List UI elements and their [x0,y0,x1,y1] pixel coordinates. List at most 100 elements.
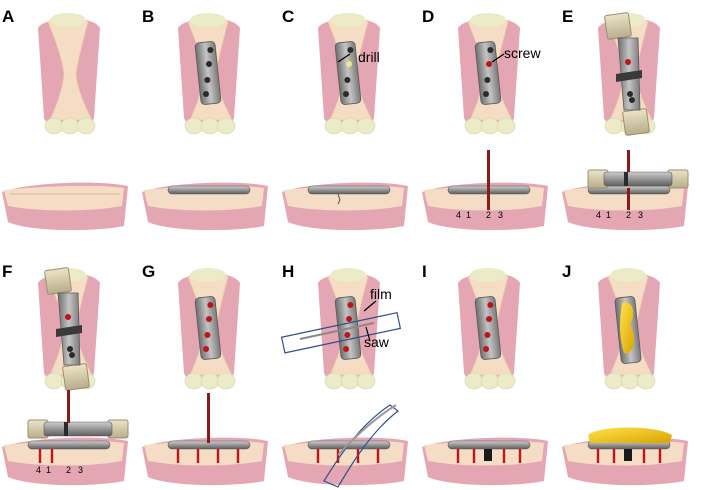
screw [236,449,240,463]
screw-head [483,346,489,352]
frame-clamp [624,172,628,186]
screw-number: 2 [626,210,631,220]
carpal-bone [480,372,500,390]
bone-shaft [47,15,93,121]
carpal-bone [356,372,376,390]
plate-hole [629,97,635,103]
panel-label: E [562,7,573,26]
carpal-bone [340,372,360,390]
frame-hinge [56,325,82,337]
proximal-joint [610,268,646,282]
plate-hole [346,61,352,67]
plate-hole [343,91,349,97]
saw-arrow [365,326,371,342]
guide-rod [627,150,630,172]
panel-label: I [422,262,427,281]
screw-number: 4 [596,210,601,220]
screw-head [346,316,352,322]
screw-number: 2 [66,465,71,475]
carpal-bone [216,117,236,135]
screw-number: 1 [606,210,611,220]
bone-gap [484,449,492,461]
carpal-bone [324,372,344,390]
screw [596,449,600,463]
plate-hole [344,77,351,83]
carpal-bone [496,117,516,135]
drill-track [337,193,341,205]
bone-plate [474,41,502,105]
carpal-bone [496,372,516,390]
frame-block-bottom [622,108,650,136]
bone-side [4,185,124,211]
screw-arrow [491,53,505,63]
frame-bar [603,171,673,187]
screw [196,449,200,463]
proximal-joint [470,13,506,27]
panel-label: J [562,262,571,281]
screw-head [484,332,491,338]
plate-hole [483,91,489,97]
drill-arrow [337,53,351,63]
screw [472,449,476,463]
screw [642,449,646,463]
film-outline [323,404,399,488]
carpal-bone [464,117,484,135]
carpal-bone [200,372,220,390]
carpal-bone [620,372,640,390]
proximal-joint [330,13,366,27]
carpal-bone [324,117,344,135]
bone-plate-side [27,440,111,450]
carpal-bone [636,372,656,390]
screw-number: 1 [466,210,471,220]
screw [50,449,54,463]
carpal-bone [60,117,80,135]
proximal-joint [470,268,506,282]
panel-i: I [422,262,548,486]
guide-rod [487,150,490,210]
screw-number: 1 [46,465,51,475]
plate-hole [487,47,494,53]
film-label: film [370,286,392,302]
bone-graft [620,302,635,354]
guide-rod [627,188,630,210]
screw [376,449,380,463]
screw [658,449,662,463]
screw-head [486,61,492,67]
screw [518,449,522,463]
panel-label: G [142,262,155,281]
bone-plate-side [447,440,531,450]
panel-label: F [2,262,12,281]
carpal-bone [44,117,64,135]
panel-j: J [562,262,688,486]
screw-number: 4 [456,210,461,220]
carpal-bone [340,117,360,135]
bone-plate [474,296,502,360]
screw-head [207,302,214,308]
bone-plate [194,41,222,105]
screw [38,449,42,463]
saw-label: saw [364,334,390,350]
frame-clamp [64,422,68,436]
bone-plate [194,296,222,360]
proximal-joint [190,13,226,27]
bone-plate [334,41,362,105]
screw [336,449,340,463]
carpal-bone [604,117,624,135]
screw [456,449,460,463]
drill-label: drill [358,49,380,65]
frame-block-top [44,267,72,295]
plate-hole [203,91,209,97]
guide-rod [67,390,70,423]
panel-label: B [142,7,154,26]
panel-label: H [282,262,294,281]
carpal-bone [44,372,64,390]
proximal-joint [50,13,86,27]
frame-hinge [616,70,642,82]
screw [176,449,180,463]
screw-number: 3 [78,465,83,475]
bone-plate-side [167,185,251,195]
